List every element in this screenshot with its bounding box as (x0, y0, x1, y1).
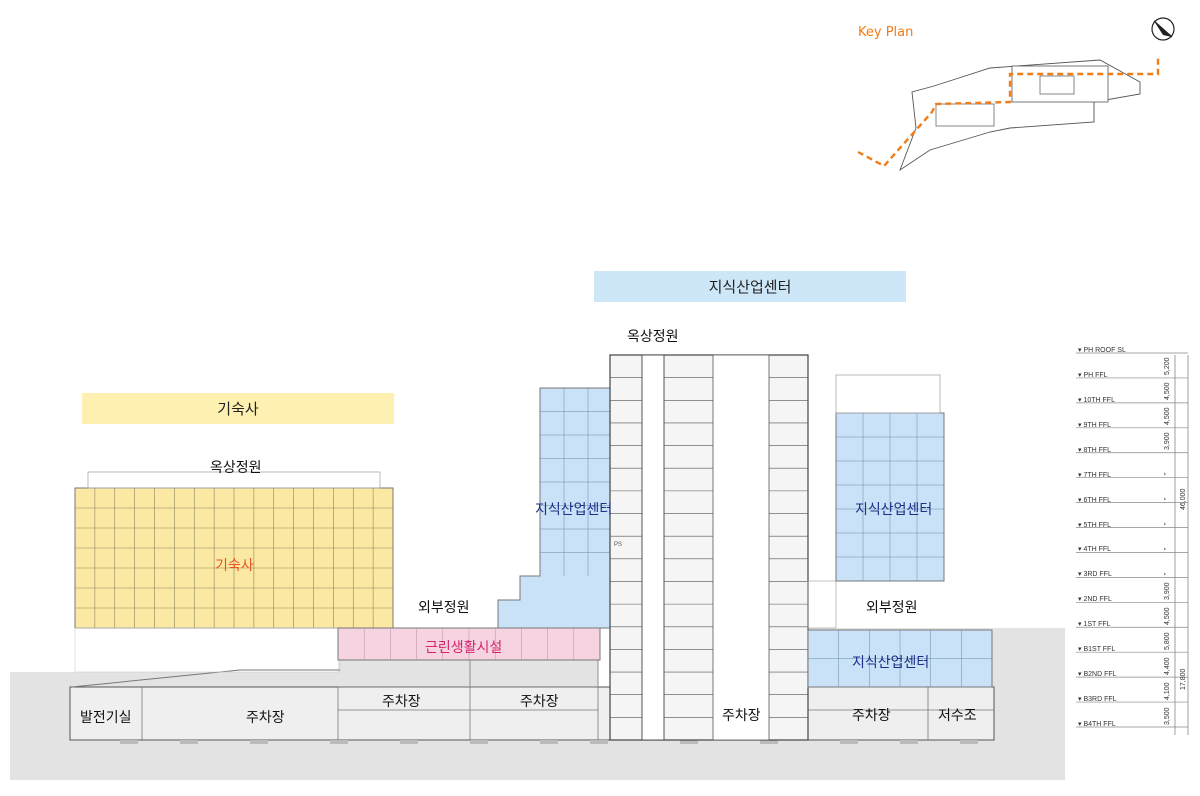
parking-label-3: 주차장 (520, 694, 559, 710)
core-shaft (641, 354, 665, 741)
level-dim: " (1164, 472, 1171, 476)
level-label: ▾ PH FFL (1078, 371, 1108, 379)
dormitory-label: 기숙사 (215, 558, 254, 574)
level-label: ▾ 1ST FFL (1078, 621, 1111, 629)
key-plan (857, 56, 1160, 172)
level-label: ▾ B4TH FFL (1078, 721, 1116, 728)
key-plan-dorm (935, 103, 995, 127)
core-floor-lines (610, 377, 808, 718)
rooftop-garden-center-label: 옥상정원 (627, 329, 679, 345)
dormitory-banner-text: 기숙사 (217, 400, 259, 418)
office-right-grid (836, 413, 944, 581)
knowledge-center-banner-text: 지식산업센터 (708, 278, 792, 296)
total-below-dim: 17,800 (1180, 668, 1187, 690)
key-plan-title: Key Plan (858, 25, 914, 40)
generator-room-label: 발전기실 (80, 710, 132, 726)
key-plan-cut-line (857, 56, 1160, 168)
rooftop-garden-dorm-label: 옥상정원 (210, 460, 262, 476)
level-label: ▾ 4TH FFL (1078, 546, 1112, 554)
level-lines (1076, 352, 1188, 728)
basement-box (69, 686, 995, 741)
level-dim: " (1164, 522, 1171, 526)
level-dim: 4,500 (1164, 407, 1171, 426)
level-dim: " (1164, 572, 1171, 575)
footings (120, 740, 978, 744)
parking-label-1: 주차장 (246, 710, 285, 726)
level-label: ▾ 2ND FFL (1078, 596, 1112, 604)
level-dim: 4,500 (1164, 607, 1171, 625)
core-stair (712, 354, 770, 741)
parking-label-5: 주차장 (852, 708, 891, 724)
dormitory-banner: 기숙사 (82, 393, 394, 424)
office-left-grid (540, 388, 612, 576)
level-dim: 4,100 (1164, 682, 1171, 700)
dormitory-grid (75, 488, 393, 628)
total-above-dim: 46,000 (1180, 488, 1187, 510)
level-label: ▾ 7TH FFL (1078, 471, 1112, 479)
level-dim: " (1164, 547, 1171, 551)
level-label: ▾ 5TH FFL (1078, 521, 1112, 529)
north-arrow (1151, 17, 1175, 41)
office-basement-grid (808, 630, 992, 687)
ps-label: PS (614, 542, 623, 548)
level-dim: 3,900 (1164, 582, 1171, 600)
ramp-line (71, 669, 241, 688)
parking-label-4: 주차장 (722, 708, 761, 724)
level-dim: 3,900 (1164, 432, 1171, 451)
water-tank-label: 저수조 (938, 708, 977, 724)
office-right-roof (835, 374, 941, 414)
level-label: ▾ 10TH FFL (1078, 396, 1115, 404)
level-label: ▾ 8TH FFL (1078, 446, 1112, 454)
level-label: ▾ B1ST FFL (1078, 646, 1116, 654)
key-plan-core (1039, 75, 1075, 95)
level-label: ▾ B2ND FFL (1078, 671, 1117, 679)
parking-label-2: 주차장 (382, 694, 421, 710)
level-label: ▾ 9TH FFL (1078, 421, 1112, 429)
knowledge-center-left-label: 지식산업센터 (535, 502, 613, 518)
right-stair-gap (807, 580, 837, 629)
level-label: ▾ PH ROOF SL (1078, 347, 1126, 354)
outdoor-garden-left-label: 외부정원 (418, 600, 470, 616)
knowledge-center-banner: 지식산업센터 (594, 271, 906, 302)
outdoor-garden-right-label: 외부정원 (866, 600, 918, 616)
neighborhood-facility-label: 근린생활시설 (425, 640, 503, 656)
core-tower (609, 354, 809, 741)
level-dim: 5,200 (1164, 357, 1171, 376)
level-dim: 3,500 (1164, 707, 1171, 725)
knowledge-center-right-label: 지식산업센터 (855, 502, 933, 518)
basement-partitions (141, 660, 994, 740)
level-label: ▾ B3RD FFL (1078, 696, 1117, 704)
level-dim: 4,400 (1164, 657, 1171, 675)
level-dim: 5,800 (1164, 632, 1171, 650)
level-label: ▾ 3RD FFL (1078, 571, 1112, 579)
retail-grid (363, 628, 575, 660)
level-label: ▾ 6TH FFL (1078, 496, 1112, 504)
level-dim: " (1164, 497, 1171, 501)
dormitory-pilotis (74, 627, 341, 673)
knowledge-center-basement-label: 지식산업센터 (852, 655, 930, 671)
level-dim: 4,500 (1164, 382, 1171, 401)
